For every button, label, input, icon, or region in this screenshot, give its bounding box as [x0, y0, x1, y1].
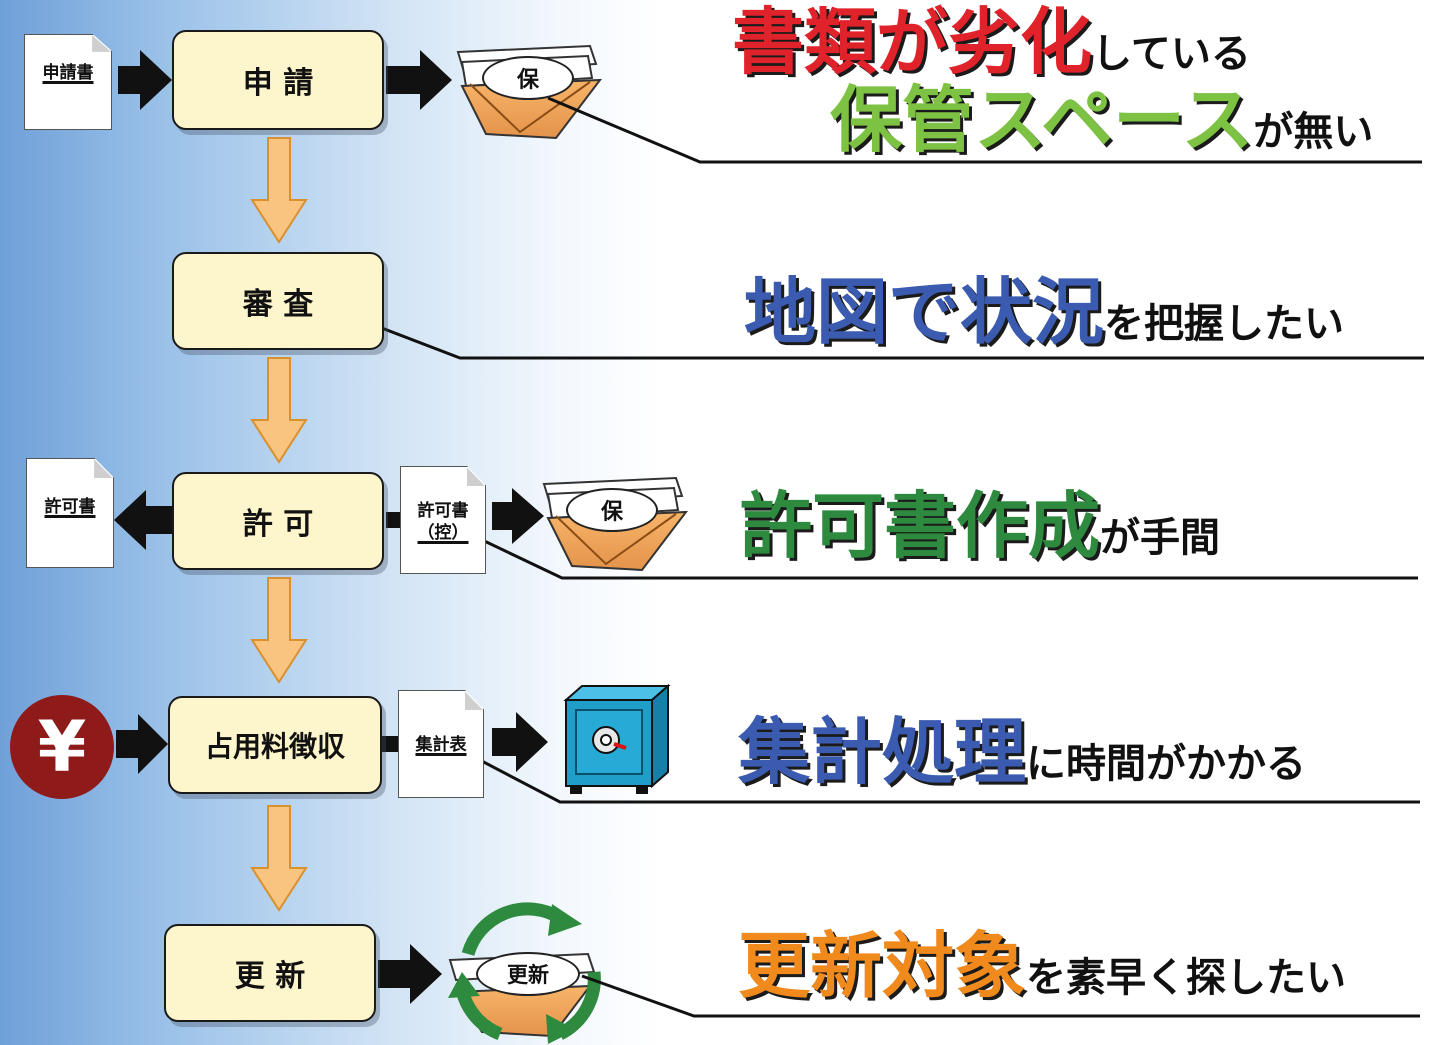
step-review-box: 審 査	[172, 252, 384, 350]
permit-document-icon: 許可書	[26, 458, 114, 568]
down-arrow-2	[250, 357, 308, 464]
leader-line-1	[547, 96, 1422, 164]
storage-stamp-1: 保	[482, 56, 574, 100]
issue-2-rest: を把握したい	[1104, 301, 1345, 347]
issue-1-emphasis-b: 保管スペース	[830, 78, 1254, 162]
arrow-apply-to-storage	[386, 50, 452, 110]
issue-1-emphasis-a: 書類が劣化	[732, 0, 1093, 84]
step-fee-collection-label: 占用料徴収	[204, 730, 345, 763]
tally-document-icon: 集計表	[398, 690, 484, 798]
arrow-tally-to-safe	[492, 712, 548, 772]
arrow-fee-to-tally-stub	[382, 736, 398, 752]
renewal-stamp-label: 更新	[507, 963, 549, 987]
permit-document-label: 許可書	[44, 497, 96, 517]
permit-copy-label-line2: （控）	[417, 523, 469, 543]
step-renewal-box: 更 新	[164, 924, 376, 1022]
issue-1-rest-b: が無い	[1253, 109, 1374, 155]
down-arrow-4	[250, 805, 308, 912]
application-document-icon: 申請書	[24, 34, 112, 130]
leader-line-4	[475, 756, 1420, 804]
storage-stamp-label: 保	[516, 68, 539, 93]
yen-coin-icon: ¥	[10, 695, 114, 799]
step-application-label: 申 請	[242, 66, 314, 101]
issue-5-emphasis: 更新対象	[738, 924, 1027, 1008]
storage-stamp-2: 保	[566, 488, 658, 532]
arrow-copy-to-storage	[492, 488, 544, 544]
step-fee-collection-box: 占用料徴収	[168, 696, 382, 794]
storage-stamp-label: 保	[600, 500, 623, 525]
yen-symbol: ¥	[37, 706, 87, 788]
arrow-yen-to-fee	[116, 714, 168, 774]
renewal-stamp: 更新	[476, 952, 580, 996]
issue-3: 許可書作成が手間	[740, 490, 1220, 562]
issue-3-emphasis: 許可書作成	[740, 484, 1101, 568]
issue-4-rest: に時間がかかる	[1026, 741, 1307, 787]
step-application-box: 申 請	[172, 30, 384, 130]
permit-copy-document-icon: 許可書 （控）	[400, 466, 486, 574]
step-review-label: 審 査	[242, 287, 314, 322]
issue-3-rest: が手間	[1100, 515, 1221, 561]
tally-document-label: 集計表	[415, 735, 467, 755]
issue-1-rest-a: している	[1092, 31, 1251, 77]
down-arrow-1	[250, 137, 308, 244]
arrow-permit-to-copy-stub	[386, 512, 402, 528]
leader-line-5	[581, 974, 1420, 1018]
down-arrow-3	[250, 577, 308, 684]
step-permit-label: 許 可	[242, 507, 314, 542]
leader-line-2	[365, 320, 1424, 360]
arrow-permit-to-doc	[114, 490, 172, 550]
leader-line-3	[477, 536, 1418, 580]
issue-4-emphasis: 集計処理	[738, 710, 1027, 794]
step-renewal-label: 更 新	[234, 959, 306, 994]
application-document-label: 申請書	[42, 63, 94, 83]
safe-icon	[563, 683, 671, 794]
permit-copy-label-line1: 許可書	[417, 501, 469, 521]
issue-4: 集計処理に時間がかかる	[738, 716, 1306, 788]
step-permit-box: 許 可	[172, 472, 384, 570]
issue-5: 更新対象を素早く探したい	[738, 930, 1346, 1002]
arrow-doc-to-apply	[118, 50, 172, 110]
issue-2-emphasis: 地図で状況	[744, 270, 1105, 354]
issue-1-line-2: 保管スペースが無い	[830, 84, 1373, 156]
arrow-renew-to-recycle	[378, 944, 442, 1004]
issue-5-rest: を素早く探したい	[1026, 955, 1347, 1001]
issue-2: 地図で状況を把握したい	[744, 276, 1344, 348]
issue-1-line-1: 書類が劣化している	[732, 6, 1251, 78]
